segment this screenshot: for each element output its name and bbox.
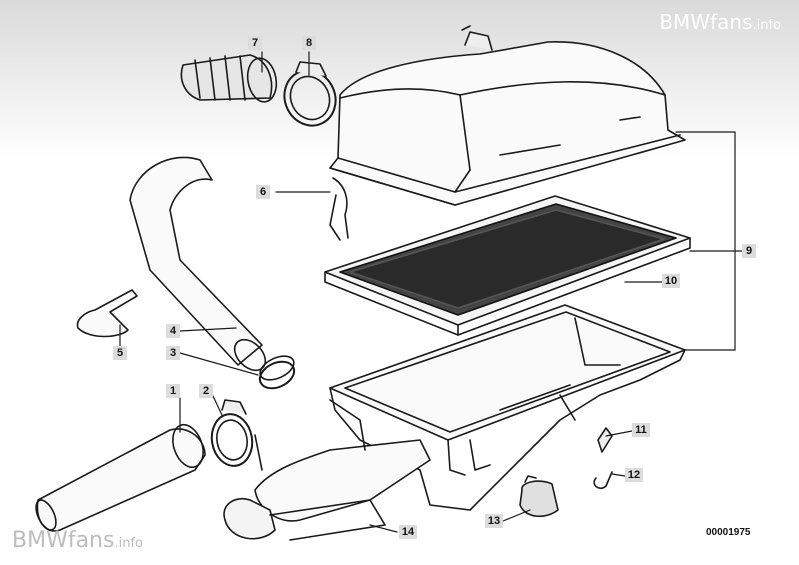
callout-9: 9 [742,244,756,258]
callout-4: 4 [166,324,180,338]
callout-13: 13 [485,514,503,528]
filter-element [324,195,691,336]
callout-6: 6 [256,185,270,199]
callout-10: 10 [662,274,680,288]
callout-2: 2 [199,384,213,398]
watermark-bottom-left: BMWfans.info [12,528,143,553]
intake-hose [129,156,267,372]
callout-1: 1 [166,384,180,398]
watermark-suffix: .info [114,536,143,551]
callout-11: 11 [632,423,650,437]
clamp-8 [283,61,337,127]
leader-lines [119,51,744,533]
callout-8: 8 [302,36,316,50]
document-number: 00001975 [706,527,751,538]
rubber-mount-13 [519,475,559,518]
callout-7: 7 [248,36,262,50]
clip-11-12 [593,427,613,490]
callout-5: 5 [113,346,127,360]
housing-lid [329,25,686,206]
callout-3: 3 [166,346,180,360]
callout-12: 12 [625,468,643,482]
watermark-top-right: BMWfans.info [659,10,781,34]
intake-snorkel [35,423,206,532]
watermark-brand: BMWfans [12,528,115,553]
bracket-5 [76,289,138,338]
lower-duct [223,399,431,541]
clip-6 [329,177,349,241]
housing-lower [329,304,686,511]
clamp-2 [210,399,263,471]
watermark-suffix: .info [752,18,781,33]
watermark-brand: BMWfans [659,10,753,34]
ring-3 [258,355,296,390]
bellows-7 [180,54,278,103]
callout-14: 14 [399,525,417,539]
